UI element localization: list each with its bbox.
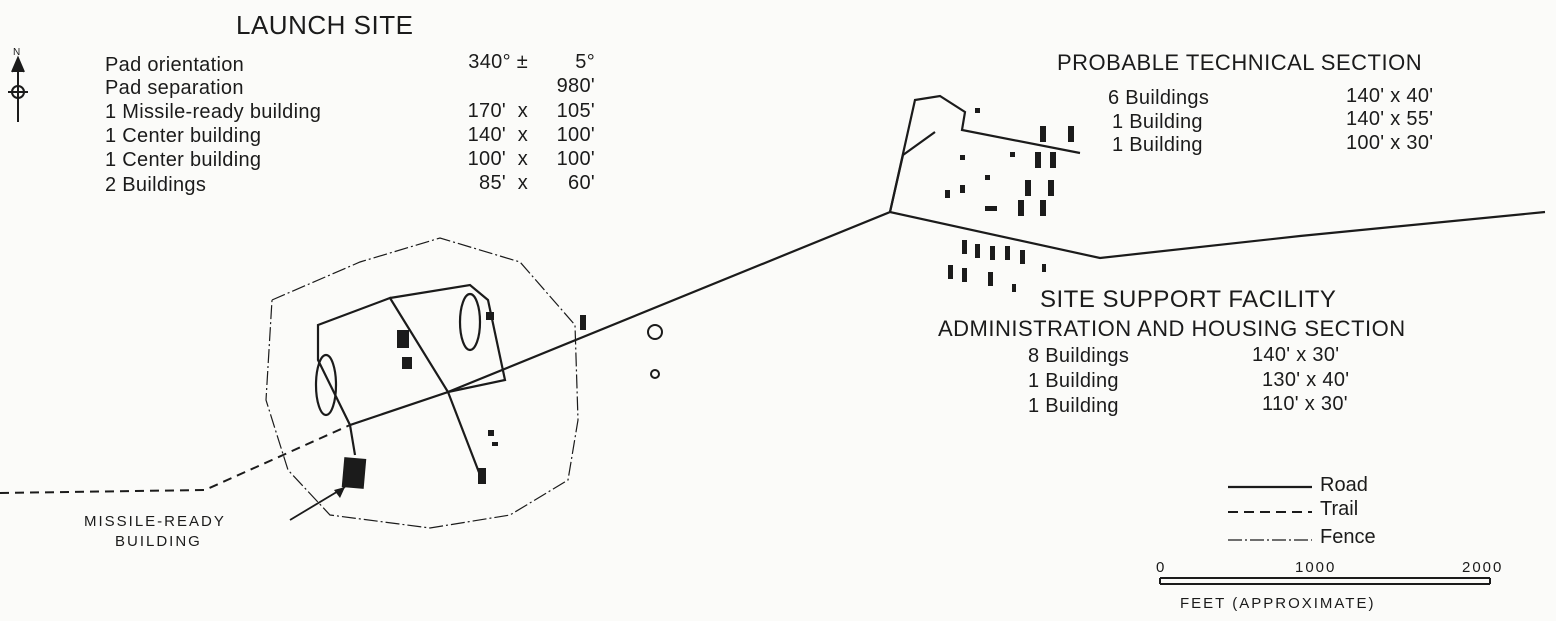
- launch-row-dim-b: 980': [556, 75, 595, 97]
- support-facility-subtitle: ADMINISTRATION AND HOUSING SECTION: [938, 316, 1406, 341]
- support-row-dims: 110' x 30': [1262, 393, 1348, 415]
- scale-label-mid: 1000: [1295, 559, 1337, 576]
- launch-row-dim-a: 140' x: [467, 124, 528, 146]
- legend-road-label: Road: [1320, 474, 1368, 496]
- technical-row-dims: 140' x 55': [1346, 108, 1434, 130]
- callout-arrow: [289, 486, 346, 521]
- launch-row-label: 1 Center building: [105, 149, 262, 171]
- launch-pad-1: [647, 324, 663, 340]
- north-label: N: [13, 47, 20, 58]
- legend-fence-label: Fence: [1320, 526, 1376, 548]
- legend-trail-label: Trail: [1320, 498, 1359, 520]
- launch-row-dim-b: 100': [556, 148, 595, 170]
- callout-label-line1: MISSILE-READY: [84, 513, 226, 530]
- launch-row-dim-a: 100' x: [467, 148, 528, 170]
- launch-row-label: Pad separation: [105, 77, 244, 99]
- technical-buildings: [945, 108, 1074, 216]
- launch-buildings: [341, 312, 586, 489]
- technical-row-label: 6 Buildings: [1108, 87, 1210, 109]
- launch-row-dim-b: 5°: [575, 51, 595, 73]
- launch-row-label: 2 Buildings: [105, 174, 207, 196]
- fence-line: [265, 237, 579, 529]
- support-row-label: 1 Building: [1028, 370, 1119, 392]
- technical-row-label: 1 Building: [1112, 134, 1203, 156]
- launch-row-dim-b: 105': [556, 100, 595, 122]
- launch-site-title: LAUNCH SITE: [236, 10, 414, 40]
- launch-row-label: Pad orientation: [105, 54, 245, 76]
- scale-bar: [1159, 577, 1491, 585]
- support-row-label: 1 Building: [1028, 395, 1119, 417]
- callout-label-line2: BUILDING: [115, 533, 202, 550]
- scale-label-end: 2000: [1462, 559, 1504, 576]
- launch-row-dim-a: 340° ±: [468, 51, 528, 73]
- launch-row-label: 1 Missile-ready building: [105, 101, 322, 123]
- scale-label-start: 0: [1156, 559, 1165, 576]
- support-row-label: 8 Buildings: [1028, 345, 1130, 367]
- trail-line: [0, 424, 351, 494]
- launch-pad-2: [650, 369, 660, 379]
- callout-arrowhead: [334, 487, 345, 498]
- scale-caption: FEET (APPROXIMATE): [1180, 595, 1376, 612]
- north-arrow-icon: [8, 55, 28, 122]
- launch-row-dim-b: 60': [568, 172, 595, 194]
- support-row-dims: 140' x 30': [1252, 344, 1340, 366]
- roads: [314, 94, 1546, 476]
- launch-row-label: 1 Center building: [105, 125, 262, 147]
- technical-row-dims: 100' x 30': [1346, 132, 1434, 154]
- support-row-dims: 130' x 40': [1262, 369, 1350, 391]
- launch-row-dim-a: 85' x: [479, 172, 528, 194]
- technical-row-label: 1 Building: [1112, 111, 1203, 133]
- support-facility-title: SITE SUPPORT FACILITY: [1040, 286, 1337, 313]
- technical-section-title: PROBABLE TECHNICAL SECTION: [1057, 50, 1423, 75]
- launch-row-dim-a: 170' x: [467, 100, 528, 122]
- support-buildings: [948, 240, 1046, 292]
- technical-row-dims: 140' x 40': [1346, 85, 1434, 107]
- launch-row-dim-b: 100': [556, 124, 595, 146]
